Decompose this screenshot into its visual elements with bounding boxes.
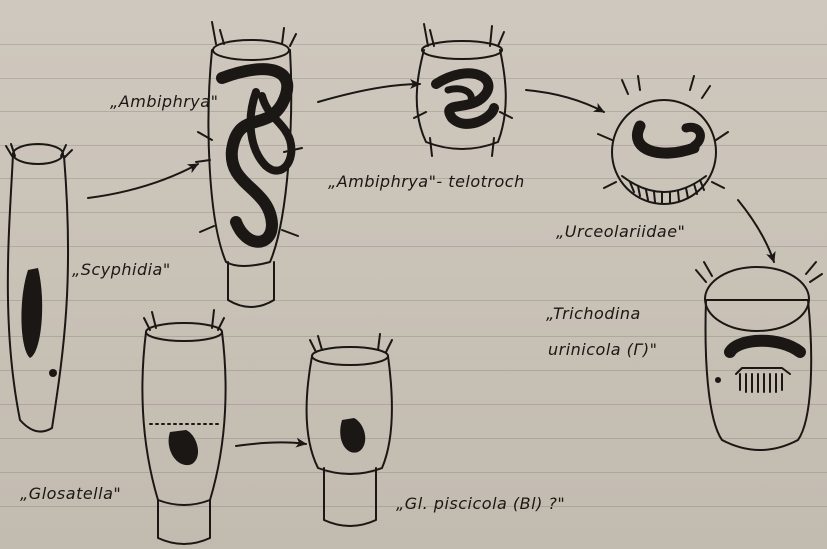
label-urceolariidae: „Urceolariidae"	[556, 222, 685, 241]
label-trichodina-line2: urinicola (Γ)"	[548, 340, 657, 359]
label-ambiphrya-telotroch: „Ambiphrya"- telotroch	[328, 172, 525, 191]
glosatella-organism	[142, 310, 225, 544]
gl-piscicola-organism	[307, 334, 392, 526]
label-trichodina-line1: „Trichodina	[546, 304, 641, 323]
arrow-telotroch-urceolariidae	[526, 90, 604, 112]
label-ambiphrya: „Ambiphrya"	[110, 92, 218, 111]
scyphidia-organism	[6, 144, 72, 432]
ambiphrya-organism	[196, 22, 302, 307]
arrow-urceolariidae-trichodina	[738, 200, 774, 262]
label-gl-piscicola: „Gl. piscicola (Bl) ?"	[396, 494, 565, 513]
arrow-glosatella-piscicola	[236, 442, 306, 446]
arrow-ambiphrya-telotroch	[318, 84, 420, 102]
label-scyphidia: „Scyphidia"	[72, 260, 171, 279]
label-glosatella: „Glosatella"	[20, 484, 121, 503]
trichodina-organism	[696, 262, 822, 450]
ambiphrya-telotroch-organism	[414, 24, 512, 156]
arrow-scyphidia-ambiphrya	[88, 164, 198, 198]
urceolariidae-organism	[598, 76, 728, 204]
